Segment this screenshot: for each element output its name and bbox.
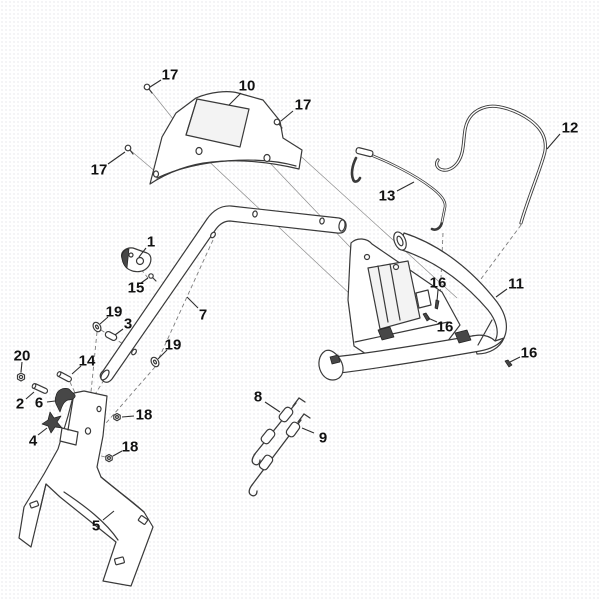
callout-leader-10-1 [228,92,242,106]
callout-leader-18-22 [112,450,123,457]
spacer-3 [104,330,118,342]
callout-leader-7-8 [186,296,199,309]
washer-19-a [92,321,102,333]
callout-label-15-7: 15 [128,280,145,297]
part-8-cable [251,397,306,466]
callout-label-17-5: 17 [91,162,108,179]
callout-label-14-16: 14 [79,353,96,370]
callout-label-7-8: 7 [199,307,207,324]
callout-leader-1-6 [138,247,147,258]
washer-19-b [150,356,160,368]
nut-20 [16,372,26,382]
part-1-cable-clamp [121,247,152,273]
screw-17-a [143,83,153,94]
callout-leader-3-14 [114,328,124,336]
screw-15 [148,273,157,282]
callout-leader-13-4 [396,181,415,192]
callout-label-8-24: 8 [254,389,262,406]
screw-16-a [434,299,440,310]
pin-14 [56,371,72,383]
callout-leader-12-3 [546,133,561,150]
callout-label-9-25: 9 [319,430,327,447]
callout-label-19-13: 19 [106,304,123,321]
callout-leader-2-18 [25,391,35,400]
callout-label-17-2: 17 [295,97,312,114]
callout-label-3-14: 3 [124,316,132,333]
callout-label-11-9: 11 [508,276,524,293]
callout-label-5-23: 5 [92,518,100,535]
callout-leader-15-7 [140,277,149,284]
callout-leader-17-2 [280,110,294,122]
callout-leader-16-12 [509,356,521,363]
callout-leader-19-13 [99,316,109,325]
part-11-upper-handle [318,231,507,381]
callout-leader-18-21 [121,415,135,418]
callout-label-13-4: 13 [379,188,396,205]
callout-label-16-10: 16 [430,275,447,292]
callout-label-16-12: 16 [521,345,538,362]
screw-16-c [504,359,513,368]
callout-label-16-11: 16 [437,319,454,336]
callout-label-10-1: 10 [239,78,256,95]
fasteners [16,83,513,463]
callout-label-18-21: 18 [136,407,153,424]
screw-17-b [273,118,283,129]
lever-6 [54,388,76,413]
nut-18-b [105,453,113,463]
part-13-brake-rod [350,147,447,231]
callout-leader-8-24 [264,401,281,413]
callout-leader-11-9 [495,288,508,298]
screw-17-c [124,144,134,155]
part-7-lower-handle-tube [99,205,347,383]
callout-leader-17-0 [149,79,162,88]
part-10-handle-cover [149,91,303,185]
callout-label-4-20: 4 [29,433,38,450]
callout-label-18-22: 18 [122,439,139,456]
callout-leader-14-16 [71,365,82,375]
part-5-handle-bracket [18,390,154,587]
callout-label-17-0: 17 [162,67,179,84]
callout-label-6-19: 6 [35,395,43,412]
part-12-bail-wire [435,104,547,225]
callout-leader-6-19 [46,400,56,403]
callout-leader-4-20 [37,427,48,436]
callout-leader-19-15 [157,349,168,360]
lever-4 [41,411,63,434]
callout-label-1-6: 1 [147,234,155,251]
callout-label-2-18: 2 [16,396,24,413]
callout-leader-16-10 [436,289,439,302]
callout-leader-16-11 [427,317,438,323]
callout-leader-9-25 [301,427,315,434]
nut-18-a [113,412,121,422]
pin-2 [31,383,49,394]
callout-label-12-3: 12 [562,120,579,137]
callout-leader-17-5 [107,151,126,165]
callout-label-20-17: 20 [14,348,31,365]
callout-leader-5-23 [102,510,115,521]
part-9-cable [248,413,311,497]
callout-leader-20-17 [20,361,23,373]
callout-label-19-15: 19 [165,337,182,354]
